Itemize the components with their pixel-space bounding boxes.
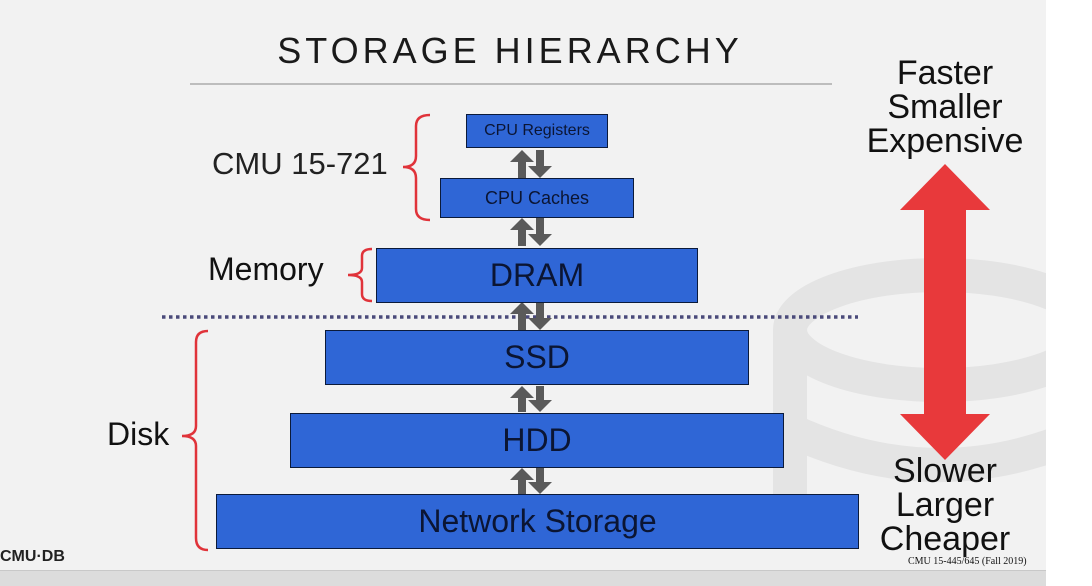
bottom-label-cheaper: Cheaper	[879, 520, 1011, 558]
group-label-cpu: CMU 15-721	[212, 146, 388, 181]
cmu-db-logo: CMU·DB	[0, 548, 65, 565]
slide-title: STORAGE HIERARCHY	[277, 30, 743, 71]
bottom-label-slower: Slower	[893, 452, 997, 490]
bracket-disk	[181, 329, 209, 552]
right-margin	[1046, 0, 1092, 585]
box-ssd-label: SSD	[504, 339, 570, 375]
bottom-label-larger: Larger	[895, 486, 995, 524]
box-cpu-caches-label: CPU Caches	[484, 188, 590, 208]
box-cpu-registers: CPU Registers	[466, 114, 608, 148]
box-hdd: HDD	[290, 413, 784, 468]
top-label-faster: Faster	[896, 54, 994, 92]
box-network-storage-label: Network Storage	[418, 503, 657, 539]
box-cpu-caches: CPU Caches	[440, 178, 634, 218]
arrow-pair-dram-ssd	[510, 302, 552, 330]
arrow-pair-ssd-hdd	[510, 386, 552, 412]
top-label-expensive: Expensive	[866, 122, 1024, 160]
speed-cost-double-arrow	[900, 164, 990, 460]
course-footer: CMU 15-445/645 (Fall 2019)	[908, 556, 1027, 567]
box-hdd-label: HDD	[502, 422, 572, 458]
box-cpu-registers-label: CPU Registers	[484, 122, 590, 139]
box-dram-label: DRAM	[489, 257, 585, 293]
arrow-pair-hdd-network	[510, 468, 552, 494]
arrow-pair-caches-dram	[510, 218, 552, 246]
arrow-pair-registers-caches	[510, 150, 552, 178]
bracket-memory	[347, 247, 373, 303]
box-ssd: SSD	[325, 330, 749, 385]
top-label-smaller: Smaller	[887, 88, 1003, 126]
group-label-memory: Memory	[208, 251, 324, 287]
level-arrows	[510, 150, 552, 494]
box-dram: DRAM	[376, 248, 698, 303]
slide: STORAGE HIERARCHY	[0, 0, 1046, 570]
next-slide-edge	[0, 570, 1046, 586]
group-label-disk: Disk	[107, 416, 170, 452]
title-underline	[190, 83, 832, 85]
box-network-storage: Network Storage	[216, 494, 859, 549]
bracket-cpu	[402, 113, 431, 222]
